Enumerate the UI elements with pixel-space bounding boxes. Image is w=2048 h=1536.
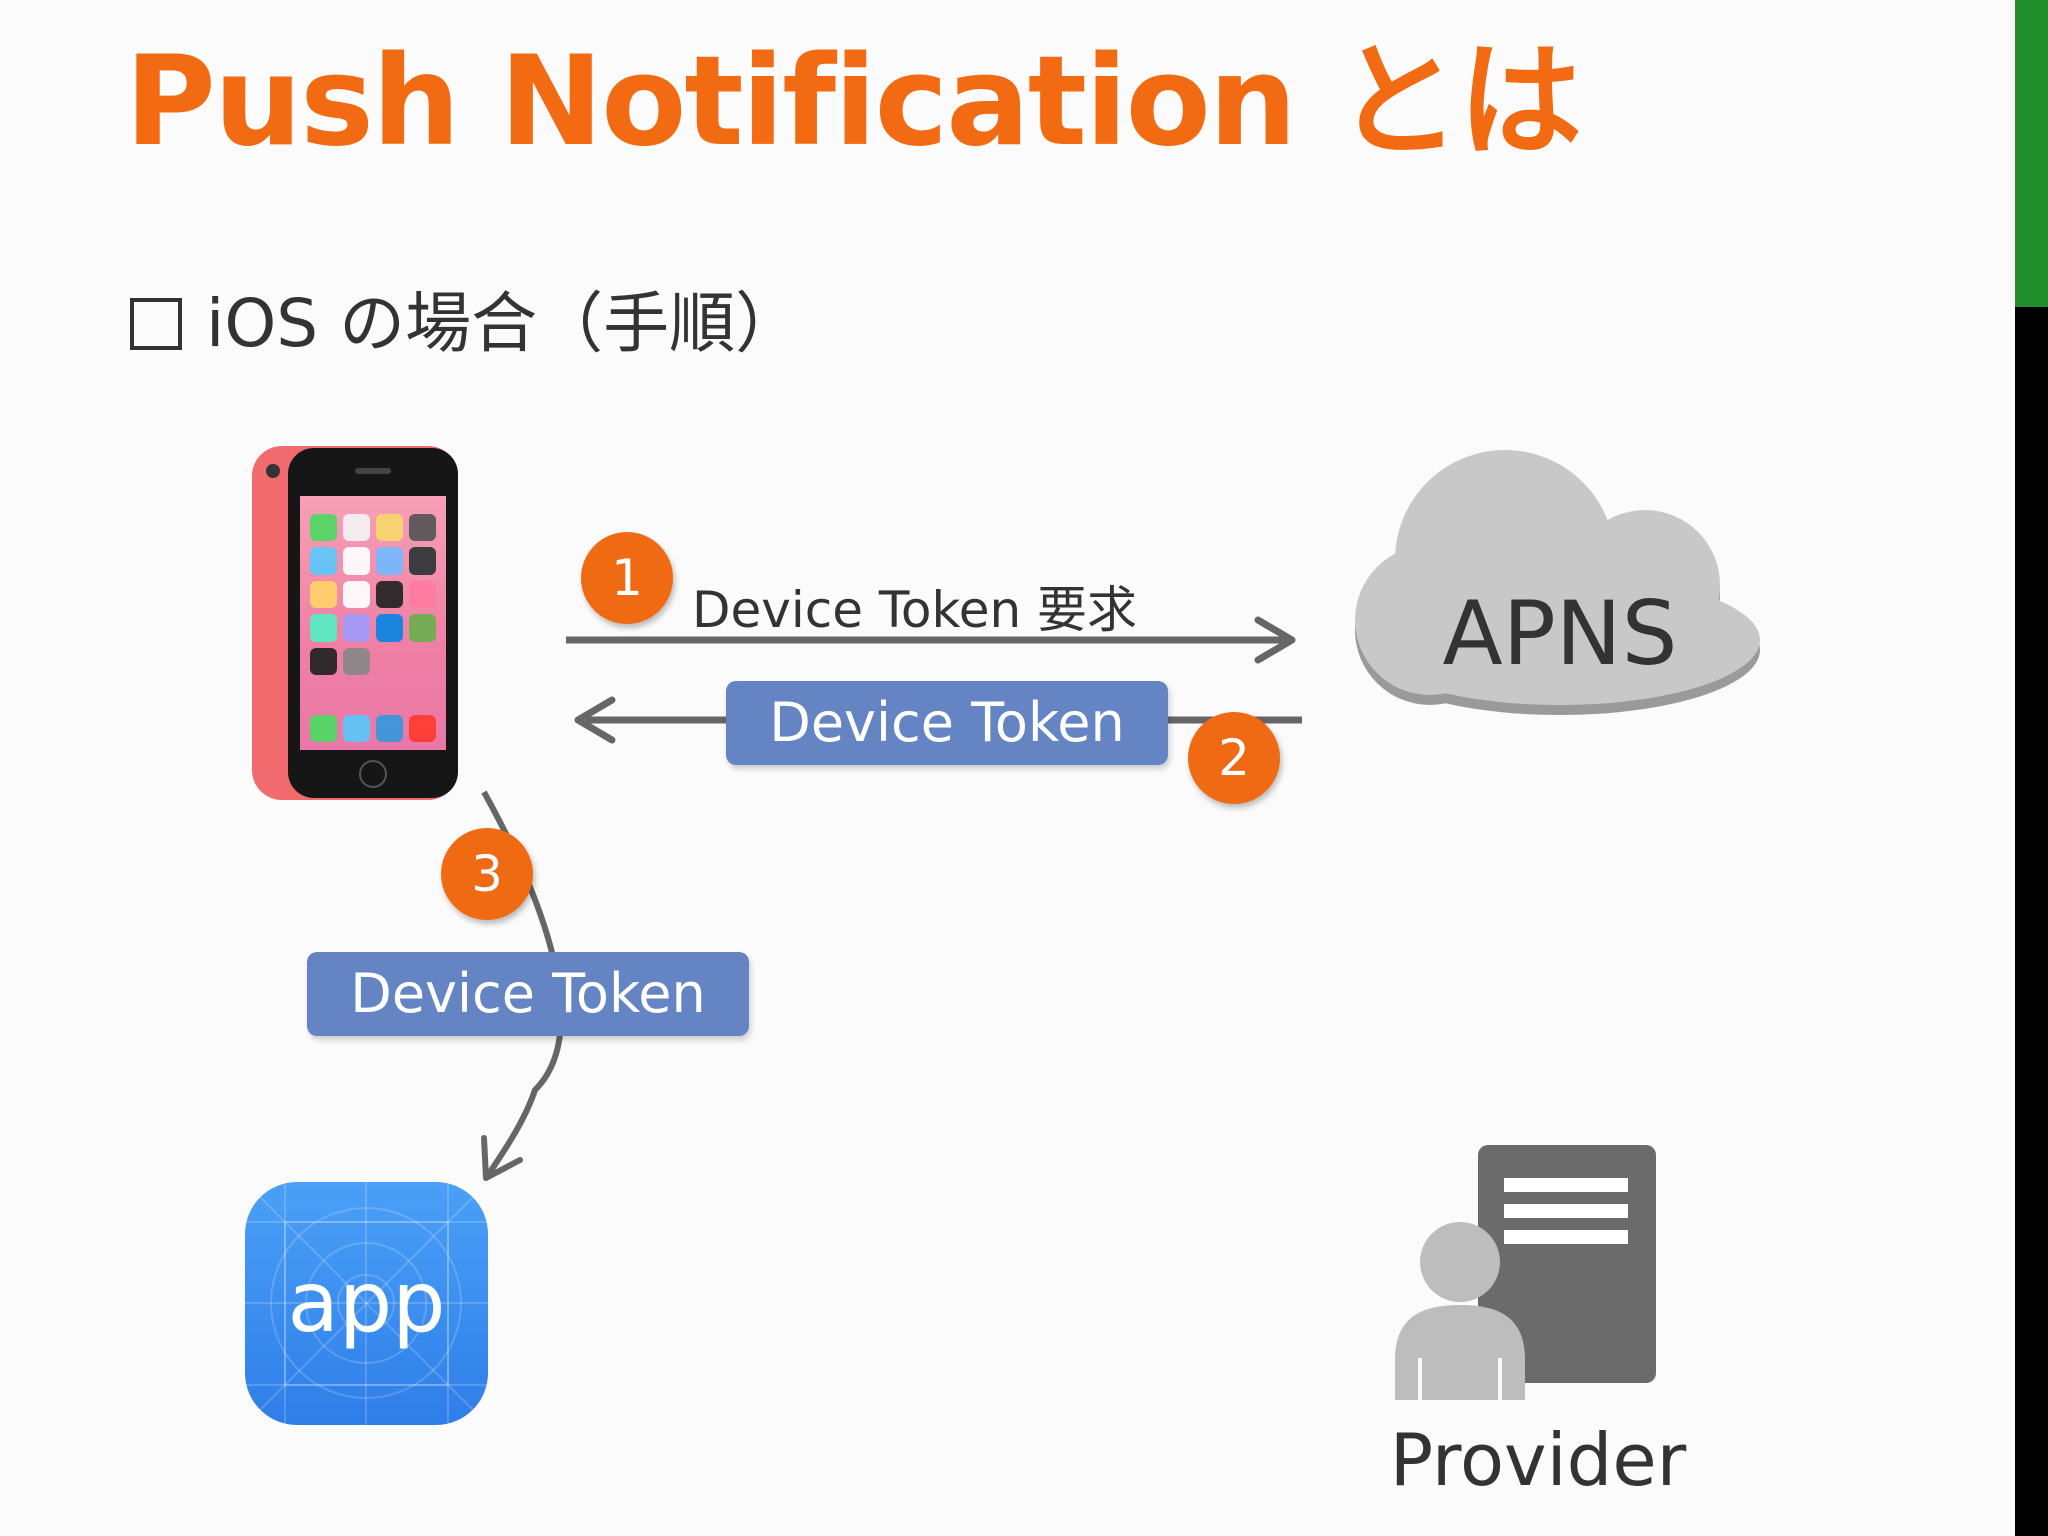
provider-server-icon xyxy=(1395,1145,1656,1400)
step-badge-2: 2 xyxy=(1188,712,1280,804)
phone-home-button xyxy=(359,760,387,788)
sidebar-accent-green xyxy=(2015,0,2048,307)
phone-speaker xyxy=(355,468,391,474)
app-icon-grid xyxy=(245,1182,488,1425)
arrow-request-token xyxy=(566,616,1296,664)
provider-label: Provider xyxy=(1389,1418,1687,1502)
slide-title: Push Notification とは xyxy=(125,30,1582,174)
step-badge-1: 1 xyxy=(581,532,673,624)
step-label-3: Device Token xyxy=(307,952,749,1036)
apns-label: APNS xyxy=(1442,582,1678,685)
phone-camera xyxy=(266,464,280,478)
slide-subtitle: iOS の場合（手順） xyxy=(206,285,802,362)
step-badge-3: 3 xyxy=(441,828,533,920)
cloud-icon xyxy=(1355,450,1760,715)
app-icon-label: app xyxy=(287,1253,446,1351)
step-label-1: Device Token 要求 xyxy=(692,581,1138,639)
slide-subtitle-row: iOS の場合（手順） xyxy=(130,284,801,363)
step-label-2: Device Token xyxy=(726,681,1168,765)
phone-screen xyxy=(300,496,446,750)
iphone-icon xyxy=(252,446,458,800)
app-icon: app xyxy=(245,1182,488,1425)
sidebar-accent-black xyxy=(2015,307,2048,1536)
checkbox-bullet-icon xyxy=(130,298,182,350)
phone-front xyxy=(288,448,458,798)
